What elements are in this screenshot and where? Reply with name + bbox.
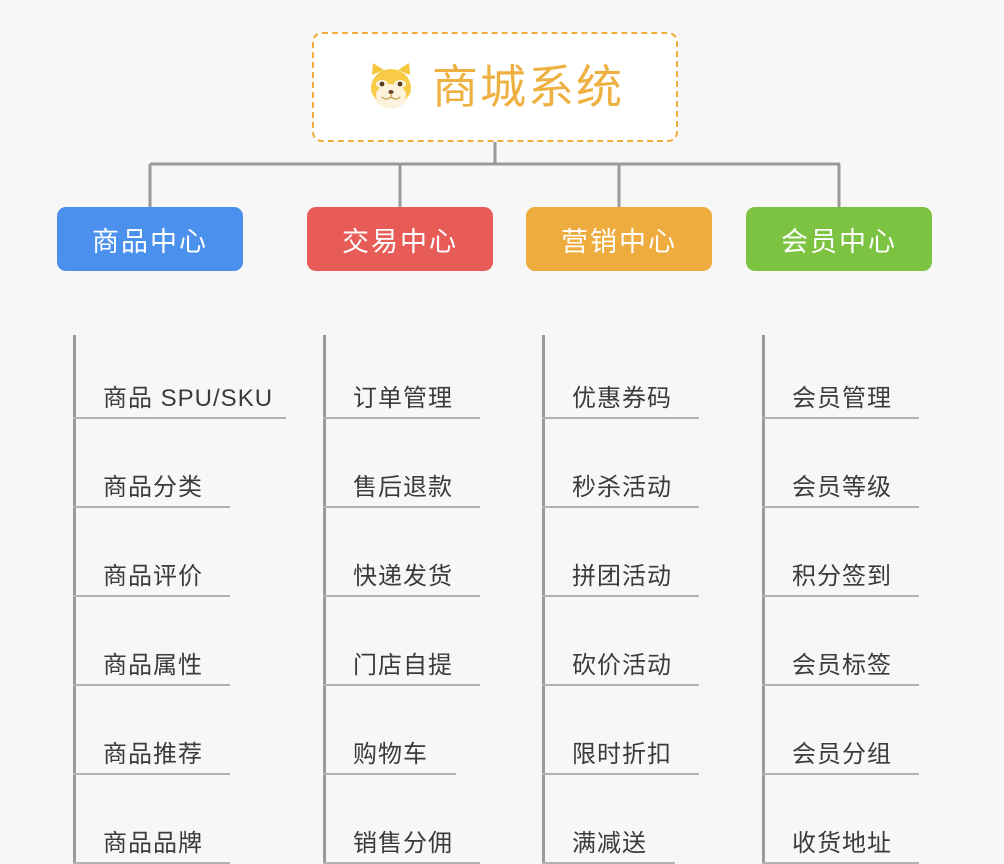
branch-trunk-line [542, 335, 545, 864]
leaf-item-underline [323, 773, 456, 775]
leaf-item-label: 收货地址 [792, 830, 892, 857]
leaf-item-label: 销售分佣 [353, 830, 453, 857]
leaf-item-label: 积分签到 [792, 563, 892, 590]
leaf-item-underline [73, 595, 230, 597]
branch-header-label: 交易中心 [342, 226, 458, 257]
leaf-item-label: 商品分类 [103, 474, 203, 501]
leaf-item-underline [762, 417, 919, 419]
leaf-item-underline [542, 595, 699, 597]
leaf-item-label: 限时折扣 [572, 741, 672, 768]
leaf-item-label: 商品评价 [103, 563, 203, 590]
branch-column-member-center: 会员中心会员管理会员等级积分签到会员标签会员分组收货地址 [746, 207, 932, 864]
leaf-item-underline [762, 684, 919, 686]
root-node-title: 商城系统 [432, 61, 624, 113]
leaf-item-label: 购物车 [353, 741, 428, 768]
leaf-item-underline [542, 417, 699, 419]
leaf-item-label: 会员管理 [792, 385, 892, 412]
leaf-item-label: 商品推荐 [103, 741, 203, 768]
leaf-item-underline [762, 773, 919, 775]
branch-trunk-line [323, 335, 326, 864]
leaf-item-label: 满减送 [572, 830, 647, 857]
leaf-item-underline [73, 417, 286, 419]
shiba-dog-face-icon [366, 61, 418, 113]
branch-header-marketing-center[interactable]: 营销中心 [526, 207, 712, 271]
leaf-item-underline [323, 595, 480, 597]
leaf-item-label: 商品属性 [103, 652, 203, 679]
leaf-item-label: 拼团活动 [572, 563, 672, 590]
leaf-item-underline [323, 506, 480, 508]
branch-column-marketing-center: 营销中心优惠券码秒杀活动拼团活动砍价活动限时折扣满减送 [526, 207, 712, 864]
leaf-item-label: 会员分组 [792, 741, 892, 768]
leaf-item-label: 优惠券码 [572, 385, 672, 412]
branch-header-label: 商品中心 [92, 226, 208, 257]
root-node-mall-system[interactable]: 商城系统 [312, 32, 678, 142]
leaf-item-underline [73, 684, 230, 686]
branch-column-product-center: 商品中心商品 SPU/SKU 商品分类商品评价商品属性商品推荐商品品牌 [57, 207, 286, 864]
leaf-item-label: 砍价活动 [572, 652, 672, 679]
branch-header-member-center[interactable]: 会员中心 [746, 207, 932, 271]
leaf-item-label: 会员等级 [792, 474, 892, 501]
leaf-item-underline [762, 595, 919, 597]
leaf-item-underline [762, 506, 919, 508]
leaf-item-label: 商品品牌 [103, 830, 203, 857]
leaf-item-label: 订单管理 [353, 385, 453, 412]
leaf-item-label: 售后退款 [353, 474, 453, 501]
leaf-item-label: 秒杀活动 [572, 474, 672, 501]
leaf-item-underline [73, 773, 230, 775]
branch-header-label: 营销中心 [561, 226, 677, 257]
leaf-item-underline [542, 506, 699, 508]
branch-header-trade-center[interactable]: 交易中心 [307, 207, 493, 271]
leaf-item-underline [542, 773, 699, 775]
leaf-item-label: 会员标签 [792, 652, 892, 679]
branch-column-trade-center: 交易中心订单管理售后退款快递发货门店自提购物车销售分佣 [307, 207, 493, 864]
leaf-item-label: 商品 SPU/SKU [103, 385, 274, 412]
org-chart-canvas: 商城系统 商品中心商品 SPU/SKU 商品分类商品评价商品属性商品推荐商品品牌 交… [57, 32, 932, 864]
branch-header-product-center[interactable]: 商品中心 [57, 207, 243, 271]
leaf-item-underline [73, 506, 230, 508]
branch-trunk-line [73, 335, 76, 864]
leaf-item-underline [323, 417, 480, 419]
leaf-item-underline [323, 684, 480, 686]
leaf-item-label: 快递发货 [353, 563, 453, 590]
branch-header-label: 会员中心 [781, 226, 897, 257]
leaf-item-underline [542, 684, 699, 686]
branch-trunk-line [762, 335, 765, 864]
leaf-item-label: 门店自提 [353, 652, 453, 679]
